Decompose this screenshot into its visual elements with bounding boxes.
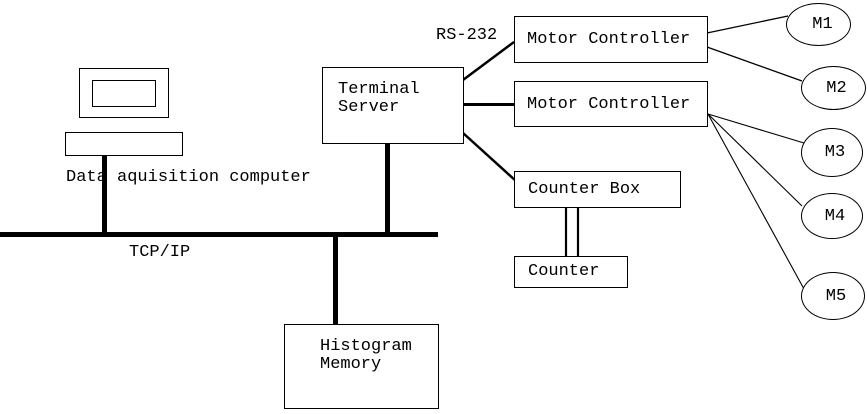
edge-motor-controller-1-to-m2	[706, 46, 803, 82]
node-motor-m5: M5	[801, 272, 865, 320]
motor-m3-label: M3	[824, 143, 846, 162]
node-counter: Counter	[514, 256, 628, 288]
edge-motor-controller-1-to-m1	[706, 15, 789, 34]
histogram-memory-label-line1: Histogram	[320, 337, 412, 356]
motor-m5-label: M5	[825, 286, 847, 306]
motor-m4-label: M4	[824, 206, 846, 226]
node-counter-box: Counter Box	[514, 171, 681, 208]
motor-m2-label: M2	[826, 78, 847, 98]
terminal-server-label-line2: Server	[338, 98, 400, 117]
computer-keyboard-icon	[65, 132, 183, 156]
motor-controller-2-label: Motor Controller	[527, 94, 691, 114]
node-motor-m3: M3	[801, 128, 863, 177]
edge-motor-controller-2-to-m3	[707, 113, 805, 144]
histogram-memory-label-line2: Memory	[320, 355, 382, 374]
node-terminal-server: Terminal Server	[322, 67, 464, 144]
terminal-server-label-line1: Terminal	[338, 80, 420, 99]
counter-box-label: Counter Box	[528, 180, 641, 199]
edge-terminal-server-to-counter-box	[462, 132, 517, 182]
edge-terminal-server-to-motor-controller-1	[462, 40, 515, 82]
serial-link-label: RS-232	[436, 26, 498, 45]
node-motor-controller-2: Motor Controller	[514, 81, 708, 127]
node-histogram-memory: Histogram Memory	[284, 324, 439, 409]
motor-controller-1-label: Motor Controller	[527, 30, 691, 49]
computer-caption: Data aquisition computer	[66, 168, 311, 187]
edge-motor-controller-2-to-m5	[707, 113, 805, 290]
node-motor-controller-1: Motor Controller	[514, 16, 708, 63]
counter-label: Counter	[528, 262, 600, 281]
node-motor-m1: M1	[786, 3, 851, 46]
node-motor-m4: M4	[801, 193, 863, 239]
edge-motor-controller-2-to-m4	[707, 113, 803, 207]
computer-screen-icon	[92, 80, 156, 107]
motor-m1-label: M1	[812, 15, 833, 34]
bus-label: TCP/IP	[129, 243, 191, 262]
node-motor-m2: M2	[801, 66, 866, 110]
